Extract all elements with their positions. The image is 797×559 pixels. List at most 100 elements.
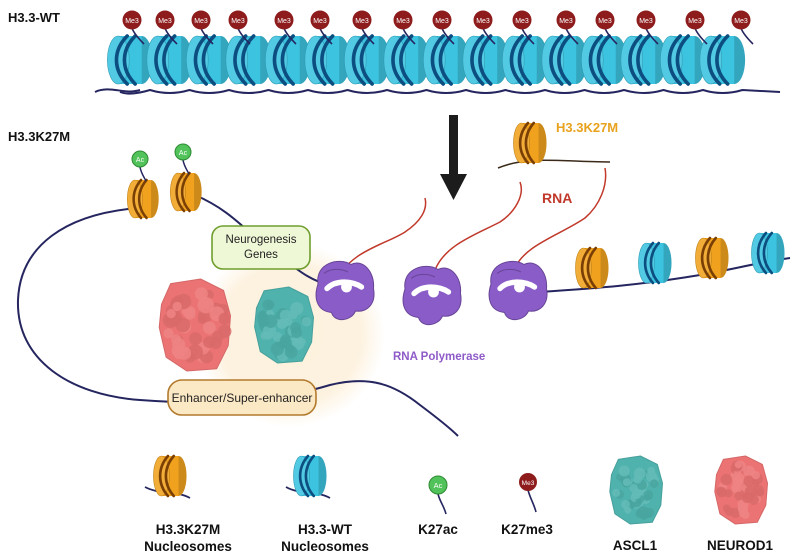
me3-mark-label: Me3	[396, 18, 410, 25]
wt-section-title: H3.3-WT	[8, 10, 60, 25]
wt-dna-line	[119, 88, 781, 95]
chromatin-loop	[16, 194, 791, 437]
me3-mark-icon: Me3	[636, 10, 659, 45]
me3-mark-icon: Me3	[731, 10, 754, 45]
me3-mark-icon: Me3	[556, 10, 579, 45]
ac-mark-icon: Ac	[131, 150, 149, 182]
wt-nucleosome	[462, 34, 509, 86]
neurogenesis-label-line2: Genes	[244, 249, 278, 261]
legend-ac-symbol: Ac	[434, 481, 443, 490]
wt-nucleosome	[265, 34, 311, 86]
me3-mark-icon: Me3	[512, 10, 535, 45]
legend-k27m-nucleosome-icon	[153, 454, 187, 498]
me3-mark-label: Me3	[355, 18, 369, 25]
rna-polymerase-icon	[402, 265, 462, 326]
legend: H3.3K27M Nucleosomes H3.3-WT Nucleosomes…	[144, 454, 774, 554]
wt-nucleosome	[304, 34, 351, 86]
legend-me3-mark-icon: Me3	[519, 473, 537, 513]
k27m-nucleosome-transcript	[513, 121, 547, 165]
wt-nucleosome	[581, 34, 627, 86]
ac-mark-icon: Ac	[174, 143, 192, 175]
me3-mark-icon: Me3	[155, 10, 178, 45]
me3-mark-icon: Me3	[274, 10, 297, 45]
k27m-nucleosome-acetylated	[127, 178, 159, 220]
me3-mark-label: Me3	[125, 18, 139, 25]
legend-wt-line2: Nucleosomes	[281, 539, 369, 554]
rna-polymerase-label: RNA Polymerase	[393, 351, 485, 363]
legend-ascl1-label: ASCL1	[613, 538, 658, 553]
legend-me3-symbol: Me3	[522, 480, 535, 487]
legend-k27m-line2: Nucleosomes	[144, 539, 232, 554]
legend-wt-nucleosome-icon	[293, 454, 327, 498]
enhancer-box: Enhancer/Super-enhancer	[167, 379, 317, 416]
legend-ac-mark-icon: Ac	[428, 475, 448, 515]
ascl1-protein	[254, 286, 314, 364]
me3-mark-icon: Me3	[228, 10, 251, 45]
wt-nucleosome-fiber	[107, 34, 781, 95]
ac-mark-label: Ac	[136, 157, 145, 164]
wt-nucleosome	[620, 34, 667, 86]
ascl1-blob	[609, 455, 663, 525]
wt-nucleosome	[638, 241, 672, 285]
enhancer-bound-proteins	[158, 278, 314, 372]
me3-mark-icon: Me3	[393, 10, 416, 45]
wt-nucleosome	[383, 34, 430, 86]
me3-mark-label: Me3	[515, 18, 529, 25]
k27m-nucleosome-acetylated	[170, 171, 202, 213]
wt-me3-marks: Me3 Me3 Me3 Me3 Me3 Me3 Me3 Me3 Me3 Me3 Me3 Me3 Me3 M…	[122, 10, 754, 45]
wt-dna-strand	[94, 88, 141, 93]
legend-k27m-line1: H3.3K27M	[156, 522, 221, 537]
legend-wt-line1: H3.3-WT	[298, 522, 353, 537]
wt-nucleosome	[541, 34, 588, 86]
k27m-transcript-label: H3.3K27M	[556, 120, 618, 135]
k27m-nucleosome	[513, 121, 547, 165]
me3-mark-label: Me3	[639, 18, 653, 25]
legend-neurod1-protein-icon	[714, 455, 768, 525]
neurod1-protein	[158, 278, 232, 372]
neurod1-blob	[714, 455, 768, 525]
wt-nucleosome	[502, 34, 548, 86]
wt-nucleosome	[186, 34, 232, 86]
rna-polymerase-icon	[488, 260, 548, 321]
neurogenesis-genes-box: Neurogenesis Genes	[211, 225, 311, 270]
me3-mark-label: Me3	[277, 18, 291, 25]
me3-mark-label: Me3	[194, 18, 208, 25]
legend-neurod1-label: NEUROD1	[707, 538, 774, 553]
legend-k27me3-label: K27me3	[501, 522, 553, 537]
me3-mark-icon: Me3	[685, 10, 708, 45]
wt-nucleosome	[751, 231, 785, 275]
me3-mark-icon: Me3	[595, 10, 618, 45]
mutant-section-title: H3.3K27M	[8, 129, 70, 144]
neurogenesis-label-line1: Neurogenesis	[226, 234, 297, 246]
wt-nucleosome	[146, 34, 193, 86]
me3-mark-icon: Me3	[352, 10, 375, 45]
me3-mark-label: Me3	[734, 18, 748, 25]
down-arrow-icon	[440, 115, 467, 200]
rna-polymerase-icon	[315, 260, 375, 321]
me3-mark-label: Me3	[435, 18, 449, 25]
wt-nucleosome	[107, 34, 153, 86]
legend-k27ac-label: K27ac	[418, 522, 458, 537]
right-chromatin-nucleosomes	[575, 231, 785, 290]
wt-nucleosome	[225, 34, 272, 86]
me3-mark-label: Me3	[559, 18, 573, 25]
me3-mark-label: Me3	[598, 18, 612, 25]
me3-mark-label: Me3	[688, 18, 702, 25]
me3-mark-label: Me3	[313, 18, 327, 25]
legend-wt-nucleosome	[285, 454, 331, 499]
me3-mark-icon: Me3	[191, 10, 214, 45]
wt-nucleosome	[423, 34, 469, 86]
k27m-nucleosome	[695, 236, 729, 280]
me3-mark-label: Me3	[158, 18, 172, 25]
wt-nucleosome	[344, 34, 390, 86]
me3-mark-icon: Me3	[310, 10, 333, 45]
k27m-nucleosome	[575, 246, 609, 290]
me3-mark-icon: Me3	[122, 10, 145, 45]
ac-mark-label: Ac	[179, 150, 188, 157]
me3-mark-icon: Me3	[432, 10, 455, 45]
wt-nucleosome	[699, 34, 746, 86]
me3-mark-icon: Me3	[473, 10, 496, 45]
